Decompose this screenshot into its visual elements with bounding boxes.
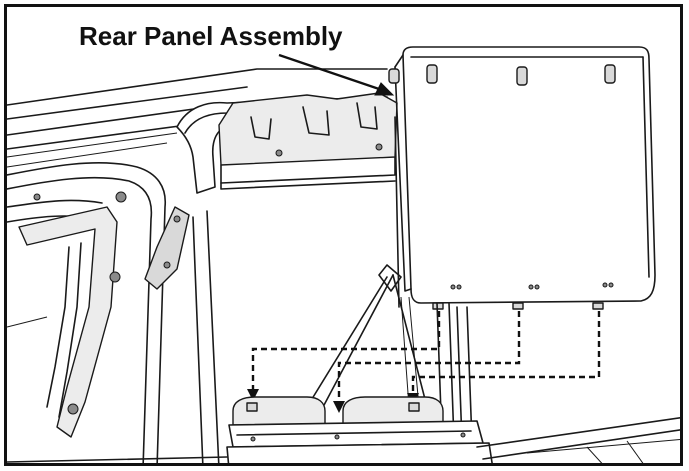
assembly-illustration bbox=[7, 46, 680, 463]
rear-panel-assembly-label: Rear Panel Assembly bbox=[79, 21, 343, 51]
rear-panel bbox=[388, 46, 656, 310]
alignment-guides bbox=[247, 311, 601, 413]
rear-frame-supports bbox=[306, 264, 474, 463]
callout-arrow bbox=[278, 53, 395, 96]
roof-rails bbox=[7, 68, 400, 308]
mounting-rail bbox=[7, 396, 680, 463]
diagram-frame: Rear Panel Assembly bbox=[4, 4, 683, 466]
left-cab-frame bbox=[7, 162, 220, 463]
